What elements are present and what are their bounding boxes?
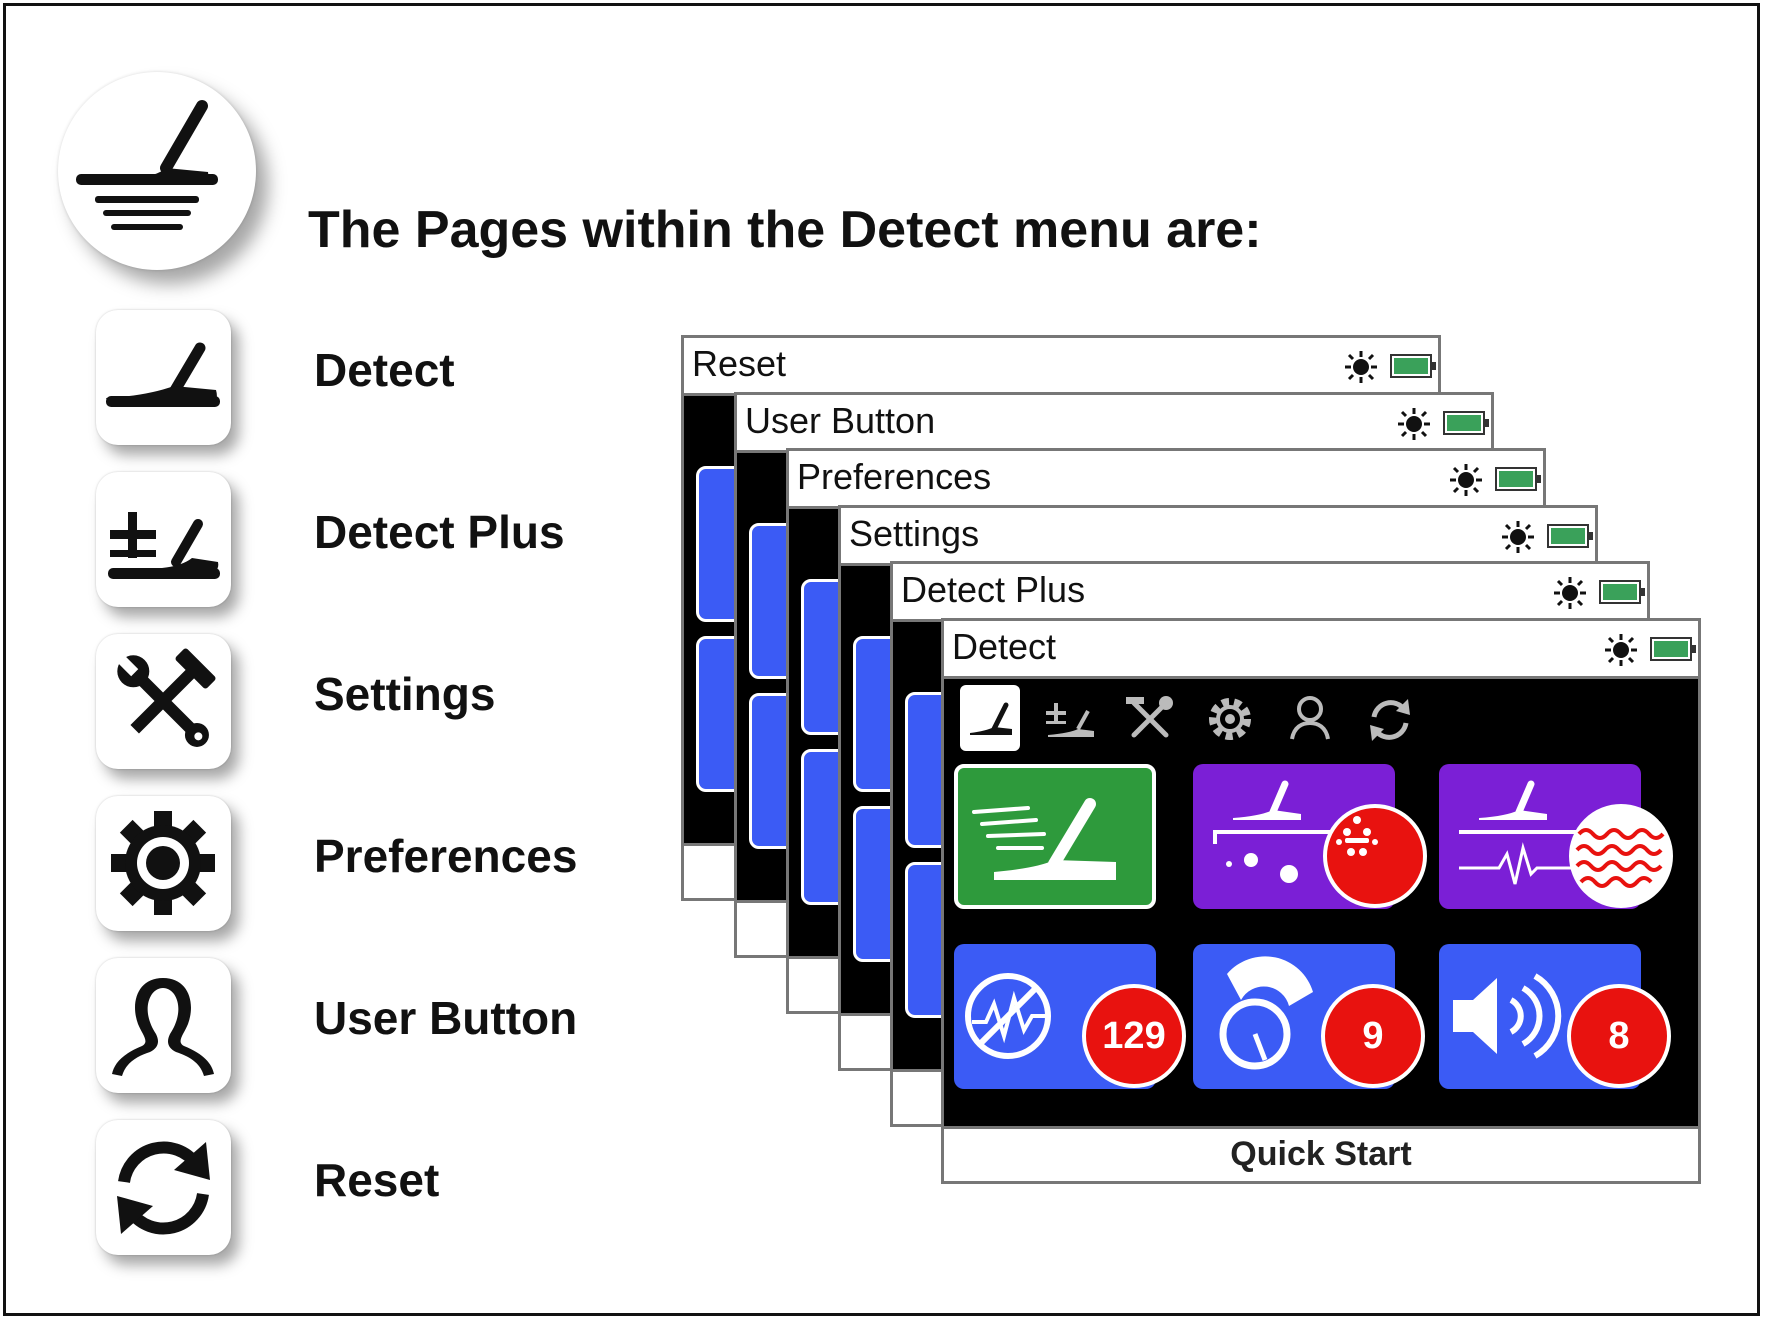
status-bar: Reset (684, 338, 1438, 396)
quick-start-tile[interactable] (954, 764, 1156, 909)
detect-icon[interactable] (96, 310, 231, 445)
battery-icon (1547, 524, 1593, 548)
brightness-icon (1502, 521, 1534, 553)
ground-balance-tile[interactable] (1193, 764, 1427, 909)
noise-cancel-badge: 129 (1082, 984, 1186, 1088)
page-label-reset: Reset (314, 1154, 440, 1206)
status-bar: User Button (737, 395, 1491, 453)
sensitivity-icon (1219, 956, 1313, 1070)
battery-icon (1599, 580, 1645, 604)
tab-detect[interactable] (960, 685, 1020, 751)
ground-tracking-icon (1459, 780, 1599, 885)
battery-icon (1495, 467, 1541, 491)
brightness-icon (1345, 351, 1377, 383)
brightness-icon (1605, 634, 1637, 666)
ground-tracking-badge (1569, 804, 1673, 908)
screen-title: Preferences (797, 456, 992, 497)
brightness-icon (1398, 408, 1430, 440)
reset-icon[interactable] (96, 1120, 231, 1255)
tab-preferences[interactable] (1200, 685, 1260, 751)
settings-tab-icon (1126, 696, 1173, 738)
screen-body: 129 9 8 (944, 679, 1698, 1129)
status-bar: Preferences (789, 451, 1543, 509)
battery-icon (1650, 637, 1696, 661)
detect-plus-icon[interactable] (96, 472, 231, 607)
screen-detect: Detect (941, 618, 1701, 1184)
preferences-tab-icon (1209, 698, 1251, 740)
page-label-detect: Detect (314, 344, 455, 396)
noise-cancel-tile[interactable]: 129 (954, 944, 1186, 1089)
volume-tile[interactable]: 8 (1439, 944, 1671, 1089)
ground-tracking-tile[interactable] (1439, 764, 1673, 909)
page-heading: The Pages within the Detect menu are: (308, 201, 1262, 259)
volume-icon (1453, 973, 1562, 1059)
brightness-icon (1450, 464, 1482, 496)
detect-plus-tab-icon (1046, 703, 1094, 737)
page-tabs (960, 685, 1420, 751)
quick-start-label[interactable]: Quick Start (1230, 1135, 1412, 1173)
screen-title: Reset (692, 343, 787, 384)
status-bar: Settings (841, 508, 1595, 566)
ground-balance-icon (1213, 780, 1353, 883)
tab-settings[interactable] (1120, 685, 1180, 751)
user-button-tab-icon (1290, 696, 1330, 740)
ground-balance-badge (1323, 804, 1427, 908)
page-label-preferences: Preferences (314, 830, 578, 882)
screen-footer: Quick Start (944, 1126, 1698, 1181)
screen-title: Settings (849, 513, 980, 554)
preferences-icon[interactable] (96, 796, 231, 931)
quick-start-icon (972, 798, 1116, 880)
user-button-icon[interactable] (96, 958, 231, 1093)
screen-title: User Button (745, 400, 936, 441)
battery-icon (1443, 411, 1489, 435)
tab-user-button[interactable] (1280, 685, 1340, 751)
noise-cancel-icon (965, 973, 1051, 1059)
battery-icon (1390, 354, 1436, 378)
tab-detect-plus[interactable] (1040, 685, 1100, 751)
volume-badge: 8 (1567, 984, 1671, 1088)
page-label-detect-plus: Detect Plus (314, 506, 565, 558)
page-label-settings: Settings (314, 668, 496, 720)
detect-tab-icon (970, 702, 1012, 735)
brightness-icon (1554, 577, 1586, 609)
tab-reset[interactable] (1360, 685, 1420, 751)
screen-title: Detect Plus (901, 569, 1086, 610)
screen-title: Detect (952, 626, 1057, 667)
slide-frame (3, 3, 1760, 1316)
status-bar: Detect Plus (893, 564, 1647, 622)
settings-icon[interactable] (96, 634, 231, 769)
detect-menu-icon[interactable] (58, 72, 256, 270)
page-label-user-button: User Button (314, 992, 578, 1044)
sensitivity-tile[interactable]: 9 (1193, 944, 1425, 1089)
status-bar: Detect (944, 621, 1698, 679)
sensitivity-badge: 9 (1321, 984, 1425, 1088)
reset-tab-icon (1370, 699, 1410, 741)
